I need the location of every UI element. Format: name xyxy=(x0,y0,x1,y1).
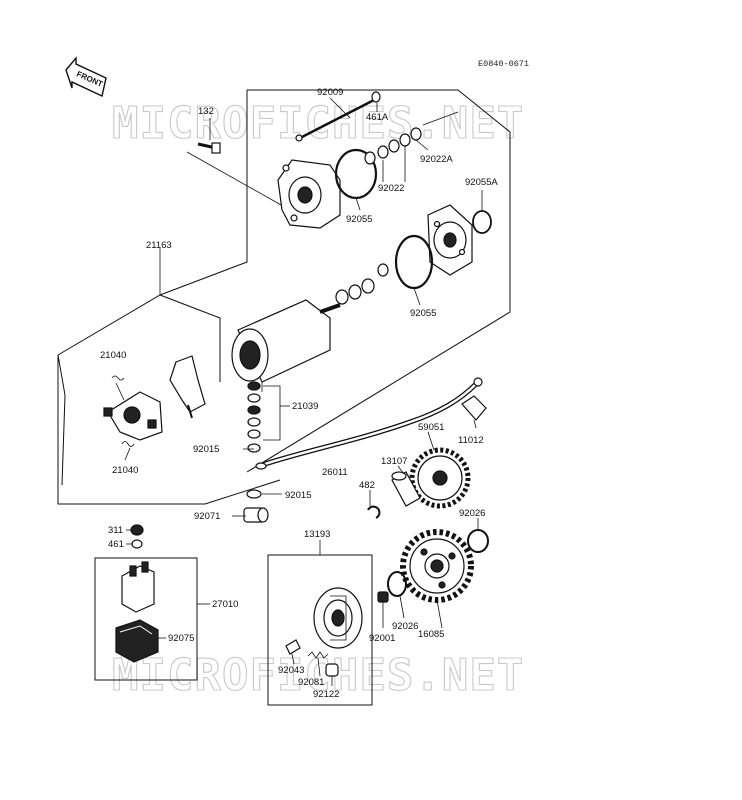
relay-27010 xyxy=(121,561,155,613)
label-16085: 16085 xyxy=(418,629,444,640)
washer-92026-mid xyxy=(387,571,407,597)
label-92055-top: 92055 xyxy=(346,214,372,225)
terminal-nut-92071 xyxy=(243,507,269,523)
screw-132 xyxy=(197,142,221,154)
label-21040-bot: 21040 xyxy=(112,465,138,476)
gear-59051 xyxy=(409,447,471,509)
label-92055a: 92055A xyxy=(465,177,498,188)
brush-holder xyxy=(169,355,206,419)
label-92071: 92071 xyxy=(194,511,220,522)
outline-left xyxy=(57,90,281,505)
label-92015-b: 92015 xyxy=(285,490,311,501)
starter-motor xyxy=(231,299,341,392)
label-92015-a: 92015 xyxy=(193,444,219,455)
cable-26011 xyxy=(255,377,483,470)
pin-92043 xyxy=(285,639,301,655)
spring-21040-bot xyxy=(121,441,135,447)
label-21163: 21163 xyxy=(146,240,172,251)
sprocket-16085 xyxy=(400,529,474,603)
rear-cover xyxy=(427,204,473,276)
label-461: 461 xyxy=(108,539,124,550)
o-ring-92055a xyxy=(472,210,492,234)
washer-92015-b xyxy=(246,489,262,499)
label-92043: 92043 xyxy=(278,665,304,676)
starter-clutch xyxy=(313,587,363,649)
nut-311 xyxy=(130,524,144,536)
washer-stack-21039 xyxy=(247,381,261,453)
label-461a: 461A xyxy=(366,112,389,123)
label-59051: 59051 xyxy=(418,422,444,433)
roller-92122 xyxy=(325,663,339,677)
label-92022a: 92022A xyxy=(420,154,453,165)
label-92026-right: 92026 xyxy=(459,508,485,519)
label-92075: 92075 xyxy=(168,633,194,644)
label-21039: 21039 xyxy=(292,401,318,412)
box-27010 xyxy=(94,557,198,681)
washer-stack-top xyxy=(364,127,422,165)
label-26011: 26011 xyxy=(322,467,348,478)
label-92009: 92009 xyxy=(317,87,343,98)
label-311: 311 xyxy=(108,525,123,536)
front-cover xyxy=(277,159,341,229)
brush-plate xyxy=(103,391,163,441)
spring-21040-top xyxy=(111,375,125,381)
outline-inner xyxy=(159,294,221,382)
rubber-boot-92075 xyxy=(115,619,159,663)
shaft-13107 xyxy=(391,471,421,507)
washer-92026-right xyxy=(467,529,489,553)
watermark-top: MICROFICHES.NET xyxy=(112,98,524,149)
spring-92081 xyxy=(307,651,329,659)
washer-461 xyxy=(131,539,143,549)
leader-lines xyxy=(126,97,483,686)
label-27010: 27010 xyxy=(212,599,238,610)
outline-inner-left xyxy=(57,354,66,486)
through-bolt xyxy=(299,98,375,140)
label-92022: 92022 xyxy=(378,183,404,194)
front-arrow-icon: FRONT xyxy=(65,56,107,98)
part-labels: 92009 461A 132 92022A 92022 92055A 92055… xyxy=(100,87,498,700)
cap-11012 xyxy=(461,395,487,429)
label-92122: 92122 xyxy=(313,689,339,700)
diagram-code: E0840-0671 xyxy=(478,59,529,69)
label-92026-mid: 92026 xyxy=(392,621,418,632)
circlip-482 xyxy=(367,505,381,519)
clip-461a xyxy=(371,91,381,103)
label-132: 132 xyxy=(198,106,214,117)
washer-stack-mid xyxy=(335,263,389,305)
label-13107: 13107 xyxy=(381,456,407,467)
o-ring-92055-mid xyxy=(394,234,434,290)
outline-upper xyxy=(246,89,511,473)
bolt-92001 xyxy=(377,591,389,603)
label-21040-top: 21040 xyxy=(100,350,126,361)
label-92081: 92081 xyxy=(298,677,324,688)
label-92055-mid: 92055 xyxy=(410,308,436,319)
label-13193: 13193 xyxy=(304,529,330,540)
label-482: 482 xyxy=(359,480,375,491)
label-11012: 11012 xyxy=(458,435,484,446)
label-92001: 92001 xyxy=(369,633,395,644)
